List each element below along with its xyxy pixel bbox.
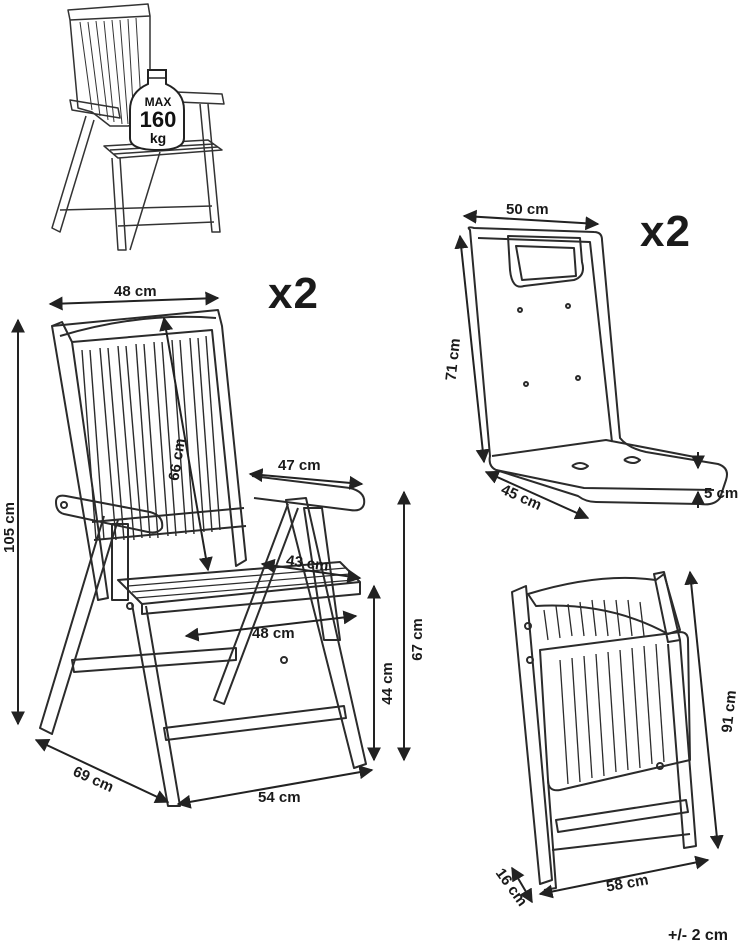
chair-base-width-label: 54 cm <box>258 789 301 806</box>
chair-armrest-length-label: 47 cm <box>278 457 321 474</box>
cushion-thickness-label: 5 cm <box>704 485 739 502</box>
chair-arm-height-label: 67 cm <box>408 618 426 661</box>
weight-jar-icon <box>129 69 185 152</box>
chair-total-height-label: 105 cm <box>0 502 18 553</box>
cushion-width-label: 50 cm <box>506 201 549 218</box>
chair-seat-width-label: 48 cm <box>252 625 295 642</box>
weight-badge-max: MAX <box>144 95 172 109</box>
dimension-lines <box>11 209 724 904</box>
cushion-length-label: 71 cm <box>442 337 464 382</box>
folded-height-label: 91 cm <box>718 689 740 734</box>
weight-badge-unit: kg <box>149 130 167 146</box>
cushion-quantity: x2 <box>640 207 691 256</box>
cushion-drawing <box>467 226 728 506</box>
weight-badge: MAX 160 kg <box>131 96 185 145</box>
folded-chair-drawing <box>511 571 697 891</box>
chair-seat-height-label: 44 cm <box>378 662 396 705</box>
weight-badge-value: 160 <box>139 107 177 132</box>
chair-top-width-label: 48 cm <box>114 283 157 300</box>
tolerance-note: +/- 2 cm <box>668 927 729 944</box>
chair-quantity: x2 <box>268 269 319 318</box>
